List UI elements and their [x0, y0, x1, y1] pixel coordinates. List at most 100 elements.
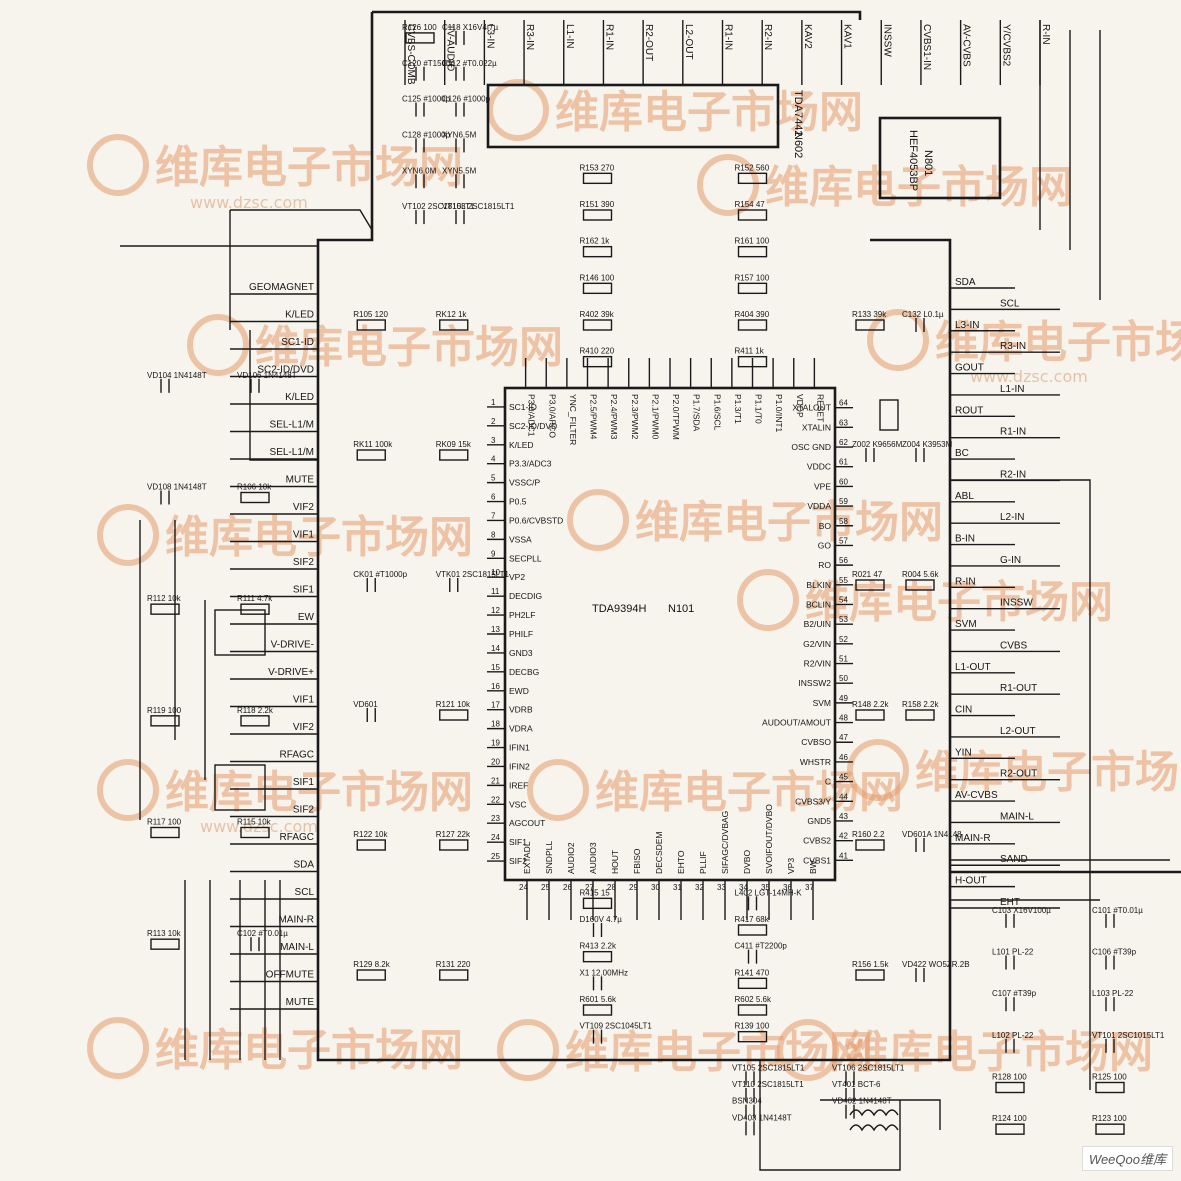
wire-bundle-left — [139, 520, 281, 1060]
top-signal-label: Y/CVBS2 — [1000, 24, 1011, 67]
left-pin-group: SC1-ID1SC2-ID/DVD2K/LED3P3.3/ADC34VSSC/P… — [487, 398, 563, 866]
left-pin-number: 1 — [491, 398, 496, 407]
left-pin-number: 25 — [491, 852, 500, 861]
left-signal-label: OFFMUTE — [266, 970, 315, 981]
right-pin-number: 45 — [839, 773, 848, 782]
left-pin-label: SC1-ID — [509, 402, 537, 412]
component-label: D160V 4.7µ — [580, 915, 623, 924]
bottom-pin-number: 30 — [651, 883, 660, 892]
left-pin-label: VP2 — [509, 572, 525, 582]
left-pin-number: 8 — [491, 530, 496, 539]
saw-filter-z002 — [214, 609, 266, 656]
component-label: XYN5.5M — [442, 166, 477, 175]
resistor-symbol — [582, 245, 613, 258]
watermark-6: 维库电子市场网 — [97, 504, 473, 566]
component-label: R602 5.6k — [735, 995, 772, 1004]
component-label: Z004 K3953M — [902, 440, 953, 449]
bottom-pin-label: PLLIF — [698, 851, 708, 874]
right-pin-number: 55 — [839, 576, 848, 585]
top-pin-label: YNC_FILTER — [568, 394, 578, 445]
resistor-symbol — [240, 826, 270, 839]
component-label: R115 10k — [237, 818, 272, 827]
bottom-pin-label: FBISO — [632, 848, 642, 874]
right-pin-label: CVBS2 — [803, 836, 831, 846]
right-signal-label: G-IN — [1000, 555, 1021, 566]
left-pin-number: 12 — [491, 606, 500, 615]
top-signal-label: TV-AUDIO — [445, 24, 456, 71]
right-pin-label: XTALIN — [802, 422, 831, 432]
resistor-symbol — [582, 282, 613, 295]
left-signal-label: RFAGC — [280, 832, 314, 843]
switch-ic-ref: N801 — [922, 150, 934, 176]
watermark-13: 维库电子市场网 — [497, 1019, 873, 1081]
bottom-pin-number: 26 — [563, 883, 572, 892]
bottom-pin-label: EXTADL — [522, 841, 532, 874]
watermark-text: 维库电子市场网 — [915, 747, 1181, 798]
right-pin-number: 50 — [839, 674, 848, 683]
upper-ic-body — [486, 83, 780, 149]
left-pin-number: 4 — [491, 455, 496, 464]
resistor-symbol — [1095, 1123, 1125, 1135]
bottom-pin-number: 25 — [541, 883, 550, 892]
right-pin-number: 60 — [839, 477, 848, 486]
top-signal-label: R1-IN — [603, 24, 614, 50]
resistor-symbol — [582, 172, 613, 185]
left-pin-number: 14 — [491, 644, 500, 653]
left-signal-label: EW — [298, 612, 315, 623]
resistor-symbol — [737, 245, 768, 258]
component-label: VD108 1N4148T — [147, 483, 207, 492]
watermark-text: 维库电子市场网 — [155, 1025, 463, 1076]
component-label: C102 #T0.01µ — [237, 929, 288, 938]
watermark-text: 维库电子市场网 — [935, 317, 1181, 368]
bottom-pin-label: DVBO — [742, 850, 752, 874]
left-signal-label: SEL-L1/M — [270, 420, 314, 431]
top-signal-label: CVBS1-IN — [921, 24, 932, 70]
watermark-text: 维库电子市场网 — [765, 162, 1073, 213]
resistor-symbol — [737, 1004, 768, 1016]
watermark-12: 维库电子市场网 — [87, 1017, 463, 1079]
component-label: R106 10k — [237, 483, 272, 492]
component-label: R404 390 — [735, 310, 770, 319]
top-signal-label: R2-IN — [762, 24, 773, 50]
bottom-pin-label: BW — [808, 860, 818, 874]
component-label: XYN6.0M — [402, 166, 437, 175]
component-label: C128 #1000p — [402, 130, 451, 139]
component-label: R158 2.2k — [902, 700, 939, 709]
left-pin-label: VSC — [509, 799, 526, 809]
bottom-pin-number: 34 — [739, 883, 748, 892]
component-label: R117 100 — [147, 818, 182, 827]
right-signal-label: MAIN-R — [955, 833, 991, 844]
bottom-pin-label: EHTO — [676, 850, 686, 874]
right-signal-label: L1-OUT — [955, 662, 991, 673]
right-signal-label: AV-CVBS — [955, 790, 998, 801]
left-pin-number: 19 — [491, 739, 500, 748]
left-pin-label: IREF — [509, 780, 528, 790]
right-signal-label: ABL — [955, 491, 974, 502]
right-signal-label: H-OUT — [955, 876, 987, 887]
left-pin-number: 2 — [491, 417, 496, 426]
top-pin-label: P2.1/PWM0 — [650, 394, 660, 440]
resistor-symbol — [150, 603, 180, 615]
top-pin-label: P1.0/INT1 — [774, 394, 784, 433]
right-signal-label: R2-IN — [1000, 469, 1026, 480]
left-pin-number: 5 — [491, 474, 496, 483]
bottom-pin-label: SVOIFOUT/DVBO — [764, 804, 774, 874]
watermark-2: 维库电子市场网 — [487, 79, 863, 141]
left-pin-label: PHILF — [509, 629, 533, 639]
wire-bundle-left-top — [120, 209, 373, 461]
left-signal-label: V-DRIVE- — [271, 640, 314, 651]
right-pin-number: 61 — [839, 458, 848, 467]
top-signal-label: L2-OUT — [683, 24, 694, 60]
inductor-l402b — [849, 1124, 899, 1132]
top-signal-label: INSSW — [881, 24, 892, 57]
top-pin-label: P2.5/PWM4 — [589, 394, 599, 440]
left-signal-label: GEOMAGNET — [249, 282, 314, 293]
resistor-symbol — [150, 826, 180, 839]
watermark-7: 维库电子市场网 — [567, 489, 943, 551]
resistor-symbol — [356, 969, 386, 981]
upper-ic-ref: N602 — [792, 132, 804, 158]
inductor-l402 — [849, 1109, 899, 1117]
wire-bundle-right — [950, 20, 1170, 1090]
